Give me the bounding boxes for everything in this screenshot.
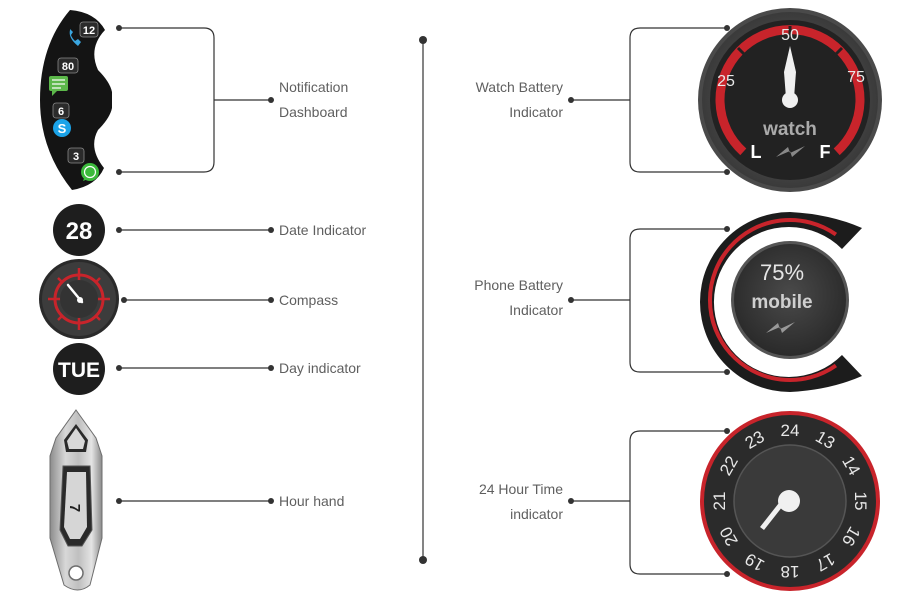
notification-bracket bbox=[119, 27, 215, 173]
label-line: indicator bbox=[510, 506, 563, 522]
watch-scale-75: 75 bbox=[847, 69, 865, 86]
watch-needle bbox=[782, 46, 798, 108]
date-value: 28 bbox=[66, 218, 93, 245]
connector-dots bbox=[116, 25, 730, 577]
date-label: Date Indicator bbox=[279, 222, 367, 238]
watch-scale-25: 25 bbox=[717, 73, 735, 90]
notification-panel bbox=[40, 10, 112, 190]
notification-dashboard: 12 80 6 S bbox=[40, 10, 112, 190]
notification-count: 6 bbox=[58, 106, 64, 118]
time24-number: 21 bbox=[710, 492, 729, 511]
notification-item-messages[interactable]: 80 bbox=[49, 57, 79, 96]
day-indicator: TUE bbox=[53, 343, 105, 395]
notification-count: 3 bbox=[73, 151, 79, 163]
time24-number: 24 bbox=[781, 421, 800, 440]
notification-count: 80 bbox=[62, 61, 74, 73]
day-label: Day indicator bbox=[279, 360, 361, 376]
watch-low-label: L bbox=[751, 142, 762, 162]
phone-gauge-body bbox=[700, 212, 862, 392]
connectors bbox=[119, 27, 727, 575]
hour-hand-label: Hour hand bbox=[279, 493, 345, 509]
time24-label: 24 Hour Time indicator bbox=[479, 477, 563, 527]
notification-item-whatsapp[interactable]: 3 bbox=[67, 147, 99, 181]
watch-battery-gauge: 50 25 75 watch L F bbox=[698, 8, 882, 192]
phone-icon bbox=[69, 29, 81, 46]
watch-scale-50: 50 bbox=[781, 27, 799, 44]
whatsapp-icon bbox=[81, 163, 99, 181]
label-line: Dashboard bbox=[279, 104, 348, 120]
time24-hand bbox=[760, 490, 800, 530]
label-line: Watch Battery bbox=[475, 79, 563, 95]
label-line: 24 Hour Time bbox=[478, 481, 563, 497]
phone-battery-label: Phone Battery Indicator bbox=[474, 273, 563, 323]
notification-label: Notification Dashboard bbox=[279, 75, 348, 125]
date-indicator: 28 bbox=[53, 204, 105, 256]
label-line: Indicator bbox=[509, 302, 563, 318]
compass-label: Compass bbox=[279, 292, 339, 308]
notification-count: 12 bbox=[83, 25, 95, 37]
watch-gauge-label: watch bbox=[762, 119, 817, 140]
label-line: Phone Battery bbox=[474, 277, 563, 293]
watch-scale-ticks bbox=[736, 26, 844, 59]
compass bbox=[39, 259, 119, 339]
skype-icon: S bbox=[53, 119, 71, 137]
compass-needle bbox=[66, 283, 84, 304]
notification-item-skype[interactable]: 6 S bbox=[52, 102, 71, 137]
day-value: TUE bbox=[58, 359, 100, 382]
time24-number: 18 bbox=[781, 562, 800, 581]
hour-hand: 7 bbox=[49, 409, 103, 591]
watch-full-label: F bbox=[820, 142, 831, 162]
watch-battery-label: Watch Battery Indicator bbox=[476, 75, 563, 125]
time24-number: 15 bbox=[851, 492, 870, 511]
time24-bracket bbox=[629, 430, 727, 575]
hour-hand-value: 7 bbox=[66, 504, 83, 512]
label-line: Notification bbox=[279, 79, 349, 95]
phone-battery-gauge: 75% mobile bbox=[700, 212, 862, 392]
notification-item-phone[interactable]: 12 bbox=[69, 21, 99, 46]
phone-percent: 75% bbox=[760, 260, 804, 285]
label-line: Indicator bbox=[509, 104, 563, 120]
svg-text:S: S bbox=[58, 121, 67, 136]
phone-gauge-level bbox=[708, 218, 838, 382]
message-icon bbox=[49, 76, 68, 96]
phone-gauge-label: mobile bbox=[751, 292, 812, 313]
